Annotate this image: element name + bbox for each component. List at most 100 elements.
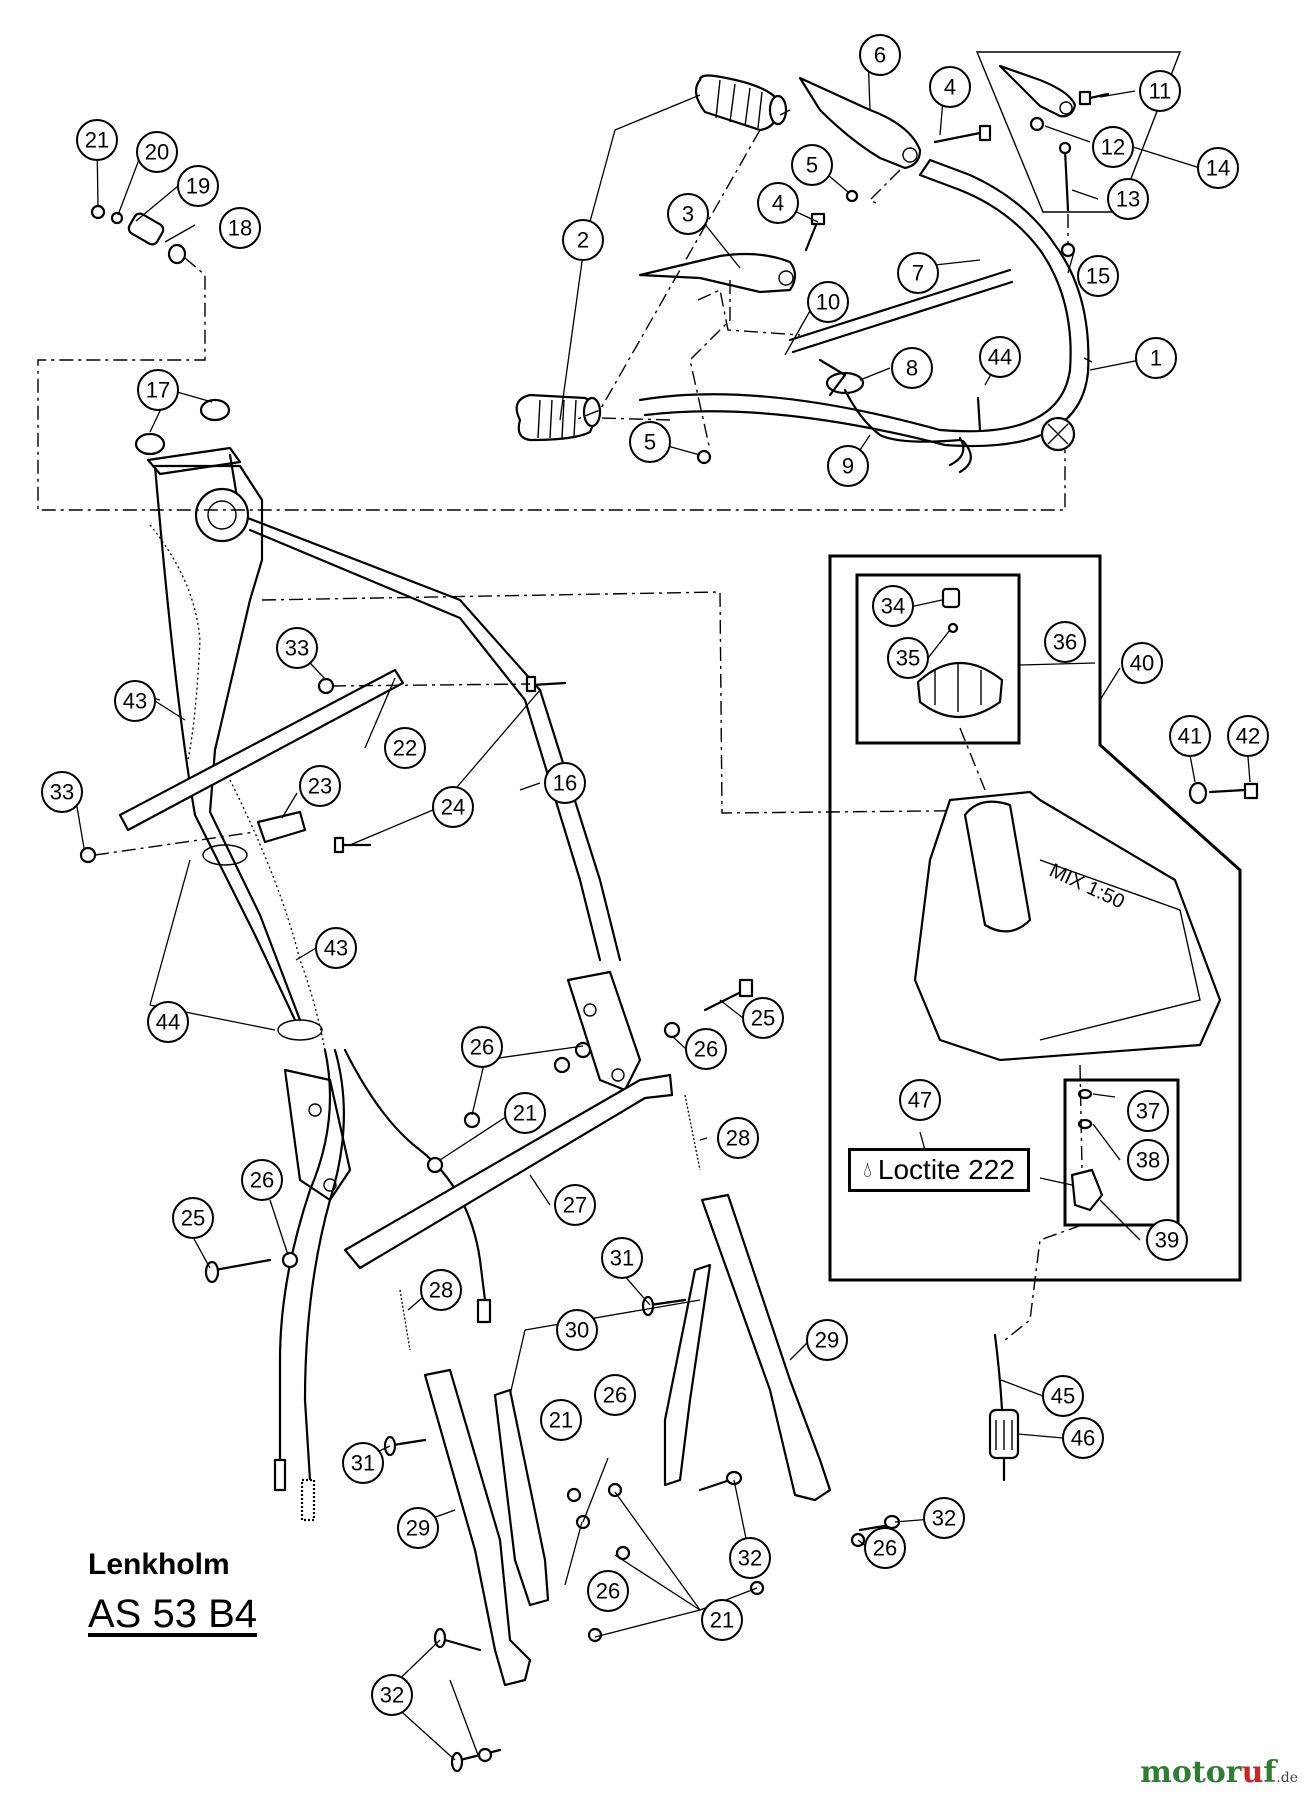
callout-number: 44 <box>988 345 1012 370</box>
cap-inset-box <box>855 573 1021 745</box>
callout-number: 21 <box>549 1408 573 1433</box>
callout-47: 47 <box>899 1079 941 1121</box>
callout-number: 39 <box>1155 1228 1179 1253</box>
callout-number: 29 <box>406 1516 430 1541</box>
callout-38: 38 <box>1127 1139 1169 1181</box>
callout-34: 34 <box>872 585 914 627</box>
callout-24: 24 <box>432 786 474 828</box>
callout-number: 43 <box>123 689 147 714</box>
callout-number: 16 <box>553 771 577 796</box>
fuel-tank <box>913 790 1222 1062</box>
callout-26a: 26 <box>461 1026 503 1068</box>
callout-19: 19 <box>177 165 219 207</box>
right-grip <box>694 74 788 132</box>
callout-26c: 26 <box>241 1159 283 1201</box>
callout-4a: 4 <box>929 66 971 108</box>
fuel-hose <box>993 1333 1004 1412</box>
callout-23: 23 <box>299 765 341 807</box>
callout-number: 26 <box>596 1579 620 1604</box>
callout-7: 7 <box>897 252 939 294</box>
callout-21a: 21 <box>76 119 118 161</box>
small-parts-kit <box>37 204 1066 511</box>
callout-35: 35 <box>887 637 929 679</box>
callout-10: 10 <box>807 281 849 323</box>
callout-number: 8 <box>906 356 918 381</box>
callout-2: 2 <box>562 219 604 261</box>
callout-number: 23 <box>308 774 332 799</box>
callout-number: 12 <box>1101 135 1125 160</box>
callout-number: 1 <box>1150 346 1162 371</box>
callout-33b: 33 <box>41 771 83 813</box>
fuel-tank-assembly: MIX 1:50 <box>828 554 1259 1482</box>
handlebar-tube <box>638 188 1072 433</box>
callout-number: 21 <box>513 1101 537 1126</box>
callout-37: 37 <box>1127 1090 1169 1132</box>
callout-number: 41 <box>1178 724 1202 749</box>
callout-number: 45 <box>1051 1384 1075 1409</box>
lower-arm-right <box>700 1193 832 1502</box>
callout-number: 14 <box>1206 156 1230 181</box>
callout-number: 21 <box>710 1608 734 1633</box>
callout-number: 26 <box>694 1037 718 1062</box>
callout-number: 28 <box>726 1126 750 1151</box>
callout-number: 9 <box>842 454 854 479</box>
watermark-brand-main: motor <box>1140 1755 1242 1790</box>
cable-sleeves <box>149 524 482 1402</box>
linkage-assembly <box>204 978 901 1773</box>
callout-28b: 28 <box>420 1269 462 1311</box>
callout-number: 11 <box>1149 79 1172 104</box>
callout-42: 42 <box>1227 715 1269 757</box>
callout-number: 27 <box>563 1193 587 1218</box>
callout-number: 38 <box>1136 1148 1160 1173</box>
bracket-30-left <box>493 1388 550 1607</box>
callout-number: 20 <box>145 140 169 165</box>
callout-46: 46 <box>1062 1417 1104 1459</box>
callout-15: 15 <box>1077 255 1119 297</box>
callout-43a: 43 <box>114 680 156 722</box>
callout-number: 26 <box>470 1035 494 1060</box>
callout-number: 29 <box>815 1328 839 1353</box>
callout-44b: 44 <box>147 1001 189 1043</box>
callout-number: 42 <box>1236 724 1260 749</box>
callout-number: 32 <box>380 1683 404 1708</box>
callout-number: 44 <box>156 1010 180 1035</box>
callout-28a: 28 <box>717 1117 759 1159</box>
left-grip <box>515 393 602 442</box>
callout-45: 45 <box>1042 1375 1084 1417</box>
loctite-text: Loctite 222 <box>877 1154 1015 1185</box>
callout-31b: 31 <box>342 1442 384 1484</box>
watermark-logo: motoruf.de <box>1140 1755 1298 1790</box>
callout-18: 18 <box>219 207 261 249</box>
callout-6: 6 <box>859 34 901 76</box>
drive-lever <box>798 76 922 170</box>
callout-number: 37 <box>1136 1099 1160 1124</box>
control-rod <box>343 1073 674 1270</box>
callout-25b: 25 <box>742 997 784 1039</box>
callout-43b: 43 <box>315 927 357 969</box>
callout-11: 11 <box>1139 70 1181 112</box>
callout-8: 8 <box>891 347 933 389</box>
callout-39: 39 <box>1146 1219 1188 1261</box>
callout-number: 36 <box>1053 630 1077 655</box>
tank-outer-box <box>828 554 1242 1282</box>
callout-number: 7 <box>912 261 924 286</box>
callout-5b: 5 <box>629 421 671 463</box>
callout-number: 4 <box>944 75 956 100</box>
callout-29a: 29 <box>806 1319 848 1361</box>
callout-number: 10 <box>816 290 840 315</box>
callout-number: 5 <box>644 430 656 455</box>
callout-13: 13 <box>1107 178 1149 220</box>
callout-1: 1 <box>1135 337 1177 379</box>
callout-number: 3 <box>682 202 694 227</box>
callout-5a: 5 <box>791 144 833 186</box>
callout-number: 30 <box>565 1318 589 1343</box>
callout-number: 33 <box>285 636 309 661</box>
handlebar-upper-assembly <box>515 51 1182 474</box>
callout-25a: 25 <box>172 1197 214 1239</box>
callout-16: 16 <box>544 762 586 804</box>
callout-number: 2 <box>577 228 589 253</box>
callout-21b: 21 <box>504 1092 546 1134</box>
end-cap-left <box>134 432 166 456</box>
callout-31a: 31 <box>601 1237 643 1279</box>
callout-number: 35 <box>896 646 920 671</box>
